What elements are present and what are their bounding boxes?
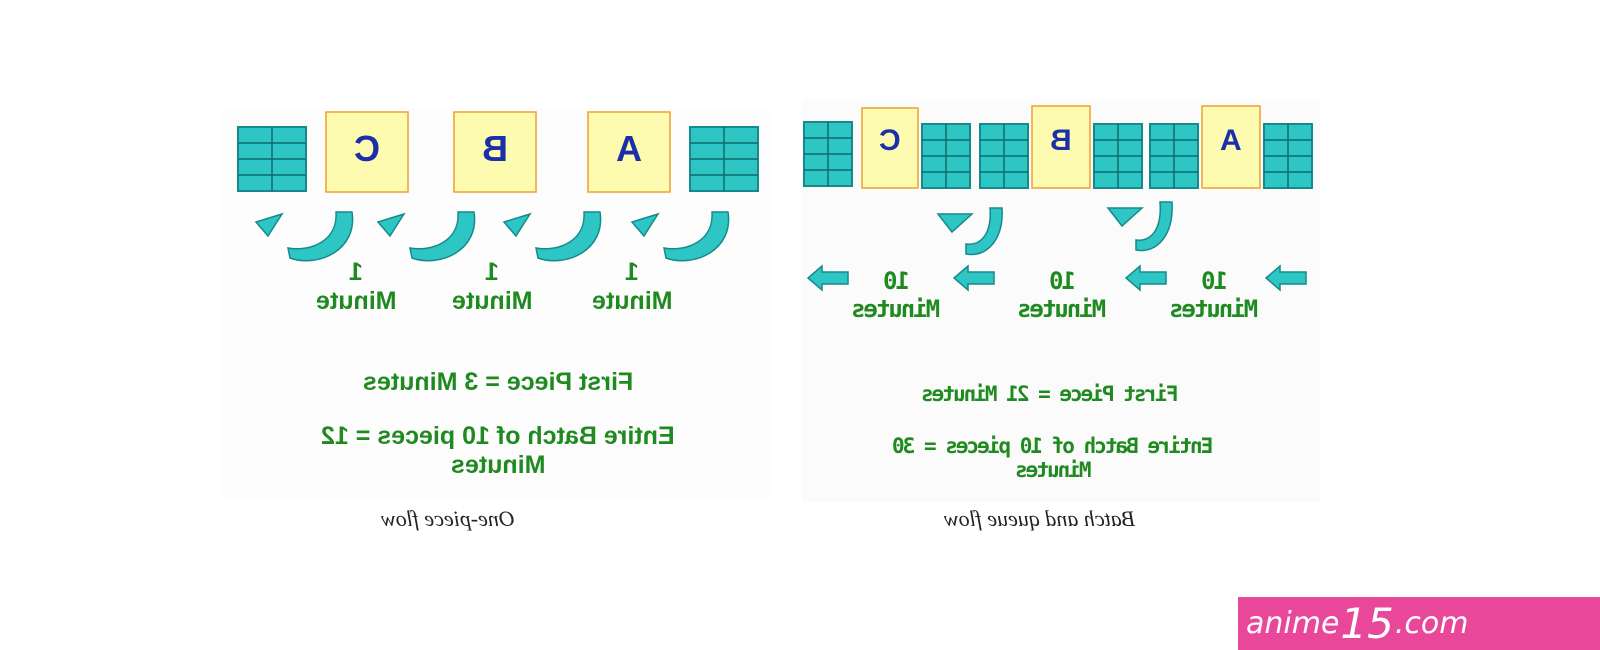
left-arrow-icon xyxy=(952,264,995,292)
left-arrow-icon xyxy=(1264,264,1307,292)
left-caption: One-piece flow xyxy=(381,506,515,531)
left-first-piece-text: First Piece = 3 Minutes xyxy=(362,368,634,396)
right-station-c-box xyxy=(861,107,919,189)
left-flow-arrows xyxy=(254,211,730,262)
right-station-a-label: A xyxy=(1220,124,1242,157)
curved-arrow-icon xyxy=(1106,207,1144,228)
curved-arrow-icon xyxy=(1135,201,1173,252)
curved-arrow-icon xyxy=(409,211,476,262)
curved-arrow-icon xyxy=(965,207,1003,256)
watermark-suffix: .com xyxy=(1394,606,1469,641)
right-station-b-box xyxy=(1031,105,1091,189)
curved-arrow-icon xyxy=(502,212,532,238)
right-station-a-box xyxy=(1201,105,1261,189)
curved-arrow-icon xyxy=(936,213,974,234)
right-straight-arrows xyxy=(806,264,1307,292)
watermark-prefix: anime xyxy=(1246,606,1340,641)
left-station-b-label: B xyxy=(482,128,508,169)
right-caption: Batch and queue flow xyxy=(944,506,1136,531)
curved-arrow-icon xyxy=(254,212,284,238)
left-arrow-icon xyxy=(806,264,849,292)
site-watermark: anime 15 .com xyxy=(1238,597,1600,650)
curved-arrow-icon xyxy=(376,212,406,238)
left-queue-output xyxy=(237,126,307,192)
curved-arrow-icon xyxy=(630,212,660,238)
left-station-a-label: A xyxy=(616,128,642,169)
left-arrow-icon xyxy=(1124,264,1167,292)
right-flow-arrows xyxy=(936,201,1173,256)
left-station-b-box xyxy=(453,111,537,193)
left-station-c-label: C xyxy=(354,128,380,169)
left-station-a-box xyxy=(587,111,671,193)
curved-arrow-icon xyxy=(535,211,602,262)
right-station-c-label: C xyxy=(879,124,901,157)
right-first-piece-text: First Piece = 21 Minutes xyxy=(923,382,1179,406)
curved-arrow-icon xyxy=(287,211,354,262)
left-station-c-box xyxy=(325,111,409,193)
right-queue-gridlines xyxy=(804,122,1312,188)
watermark-number: 15 xyxy=(1340,599,1394,648)
right-station-b-label: B xyxy=(1050,124,1072,157)
left-queue-input xyxy=(689,126,759,192)
curved-arrow-icon xyxy=(663,211,730,262)
